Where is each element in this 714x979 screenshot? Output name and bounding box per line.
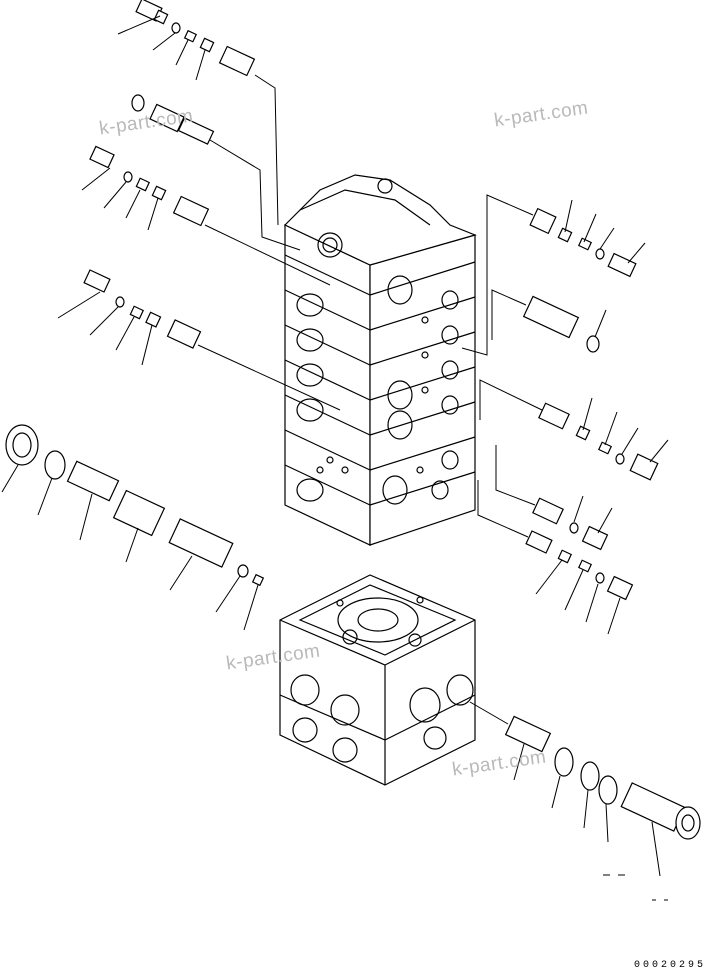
parts-left-large [1,424,265,631]
parts-right-large [469,701,701,901]
parts-right-row2 [491,289,607,353]
valve-block-lower [279,574,476,786]
parts-left-row2 [131,94,301,251]
parts-right-row3 [479,379,669,481]
parts-right-row5 [477,480,634,635]
document-number: 00020295 [633,960,706,971]
parts-left-row4 [57,269,341,411]
parts-left-row3 [81,145,331,286]
valve-stack-upper [283,174,477,546]
parts-left-row1 [117,0,279,226]
parts-right-row1 [461,194,646,356]
parts-right-row4 [495,445,613,551]
